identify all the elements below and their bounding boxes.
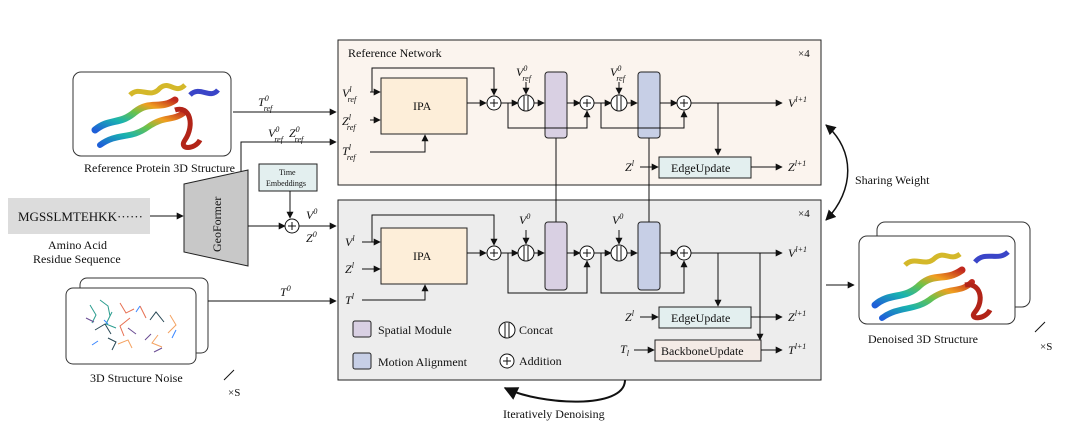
noise-image [65, 287, 197, 365]
ref-concat-node-1 [517, 94, 535, 112]
main-output-z: Zl+1 [788, 309, 806, 324]
time-embeddings-label-1: Time [279, 168, 296, 177]
sharing-weight-arrow [825, 124, 849, 221]
main-z-in: Zl [625, 309, 635, 324]
denoised-multiplier: ×S [1040, 341, 1052, 353]
ref-z-in: Zl [625, 159, 635, 174]
geoformer-label: GeoFormer [210, 197, 224, 252]
main-v0-label-2: V0 [612, 212, 623, 227]
left-z0: Z0 [306, 230, 317, 245]
legend-spatial-label: Spatial Module [378, 323, 452, 337]
legend-concat-label: Concat [519, 323, 554, 337]
main-input-v: Vl [345, 234, 355, 249]
legend-concat-icon [498, 321, 516, 339]
legend-addition-label: Addition [519, 354, 562, 368]
sequence-text: MGSSLMTEHKK······ [18, 209, 143, 224]
sequence-box [8, 198, 150, 234]
sequence-caption-1: Amino Acid [48, 238, 107, 252]
main-concat-node-1 [517, 244, 535, 262]
reference-repeat-label: ×4 [798, 48, 810, 60]
legend-motion-label: Motion Alignment [378, 355, 468, 369]
main-motion-alignment [637, 221, 661, 291]
legend-spatial-swatch [352, 320, 372, 338]
legend-motion-swatch [352, 352, 372, 370]
ref-ipa-label: IPA [413, 99, 432, 113]
time-embeddings-box [258, 163, 318, 192]
main-repeat-label: ×4 [798, 208, 810, 220]
left-v0: V0 [306, 207, 317, 222]
left-t0: T0 [280, 284, 291, 299]
noise-multiplier: ×S [228, 387, 240, 399]
noise-scatter [85, 299, 177, 353]
iteratively-denoising-label: Iteratively Denoising [503, 407, 605, 421]
reference-protein-ribbon [91, 83, 220, 150]
ref-output-v: Vl+1 [788, 95, 807, 110]
main-concat-node-2 [610, 244, 628, 262]
main-output-t: Tl+1 [788, 342, 806, 357]
time-embeddings-label-2: Embeddings [266, 179, 306, 188]
ref-edge-update-label: EdgeUpdate [671, 161, 730, 175]
main-output-v: Vl+1 [788, 245, 807, 260]
main-v0-label-1: V0 [519, 212, 530, 227]
denoised-caption: Denoised 3D Structure [868, 332, 978, 346]
reference-protein-image [72, 71, 232, 157]
main-spatial-module [544, 221, 568, 291]
main-input-t: Tl [345, 292, 355, 307]
main-edge-update-label: EdgeUpdate [671, 311, 730, 325]
sharing-weight-label: Sharing Weight [855, 173, 930, 187]
reference-protein-caption: Reference Protein 3D Structure [84, 161, 235, 175]
main-input-z: Zl [345, 261, 355, 276]
sequence-caption-2: Residue Sequence [33, 252, 121, 266]
iteratively-denoising-arrow [503, 379, 626, 403]
main-t-in: Tl [620, 342, 630, 358]
noise-caption: 3D Structure Noise [90, 371, 183, 385]
geoformer-block [183, 169, 249, 267]
denoised-protein-ribbon [871, 250, 1010, 321]
main-ipa-label: IPA [413, 249, 432, 263]
ref-output-z: Zl+1 [788, 159, 806, 174]
ref-ipa-block [380, 77, 468, 135]
reference-network-title: Reference Network [348, 46, 442, 60]
ref-concat-node-2 [610, 94, 628, 112]
main-ipa-block [380, 227, 468, 285]
main-backbone-update-label: BackboneUpdate [661, 344, 744, 358]
